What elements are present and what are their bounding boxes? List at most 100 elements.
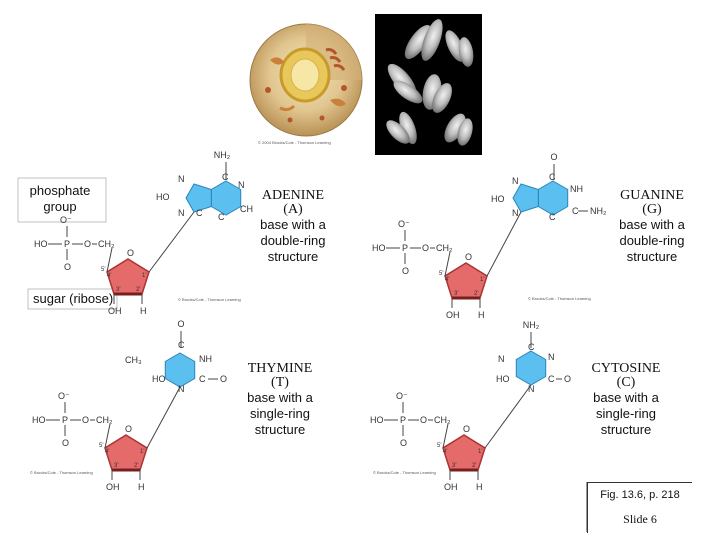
thymine-c5: 5' xyxy=(99,443,103,449)
thymine-desc-line-2: single-ring xyxy=(250,406,310,421)
cytosine-c1: 1' xyxy=(478,449,482,455)
adenine-credit: © Brooks/Cole - Thomson Learning xyxy=(178,297,241,302)
guanine-atom-1: C xyxy=(549,172,556,182)
adenine-desc-line-1: base with a xyxy=(260,217,327,232)
guanine-atom-3: N xyxy=(512,176,519,186)
cytosine-desc-line-3: structure xyxy=(601,422,652,437)
guanine-atom-2: NH xyxy=(570,184,583,194)
sugar-label: sugar (ribose) xyxy=(33,291,113,306)
guanine-ring-o: O xyxy=(465,252,472,262)
adenine-base-ring xyxy=(210,180,242,216)
thymine-atom-4: HO xyxy=(152,374,166,384)
cytosine-phosphate-p: P xyxy=(400,415,406,425)
cytosine-phosphate-bridge-o: O xyxy=(420,415,427,425)
cytosine-phosphate-ominus: O⁻ xyxy=(396,391,408,401)
adenine-atom-5: N xyxy=(178,208,185,218)
thymine-c1: 1' xyxy=(140,449,144,455)
cytosine-desc-line-1: base with a xyxy=(593,390,660,405)
guanine-base-ring-five xyxy=(512,183,539,213)
thymine-abbr: (T) xyxy=(271,375,289,390)
guanine-atom-4: HO xyxy=(491,194,505,204)
adenine-oh: OH xyxy=(108,306,122,316)
figure-reference-box: Fig. 13.6, p. 218 Slide 6 xyxy=(587,482,692,533)
cytosine-atom-0: NH₂ xyxy=(523,320,540,330)
adenine-c5: 5' xyxy=(101,267,105,273)
adenine-c3: 3' xyxy=(116,287,120,293)
phosphate-label-box xyxy=(17,177,107,223)
adenine-h: H xyxy=(140,306,147,316)
adenine-desc-line-2: double-ring xyxy=(260,233,325,248)
guanine-base-ring xyxy=(537,180,569,216)
guanine-h: H xyxy=(478,310,485,320)
cytosine-credit: © Brooks/Cole - Thomson Learning xyxy=(373,470,436,475)
cytosine-c4: 4' xyxy=(443,449,447,455)
thymine-oh: OH xyxy=(106,482,120,492)
adenine-phosphate-o: O xyxy=(64,262,71,272)
thymine-phosphate-bridge-o: O xyxy=(82,415,89,425)
guanine-atom-0: O xyxy=(550,152,557,162)
thymine-desc-line-1: base with a xyxy=(247,390,314,405)
guanine-name: GUANINE xyxy=(620,188,684,203)
thymine-atom-6: C xyxy=(199,374,206,384)
cytosine-atom-2: N xyxy=(548,352,555,362)
adenine-atom-4: HO xyxy=(156,192,170,202)
thymine-nucleotide: O⁻HOPOOCH₂O5'4'3'2'1'OHHOCNHCH₃HONCOTHYM… xyxy=(30,319,314,492)
guanine-phosphate-o: O xyxy=(402,266,409,276)
guanine-desc-line-1: base with a xyxy=(619,217,686,232)
guanine-phosphate-ominus: O⁻ xyxy=(398,219,410,229)
adenine-desc-line-3: structure xyxy=(268,249,319,264)
adenine-phosphate-ho: HO xyxy=(34,239,48,249)
thymine-ch2: CH₂ xyxy=(96,415,113,425)
cell-photo-credit: © 2004 Brooks/Cole - Thomson Learning xyxy=(258,140,331,145)
guanine-phosphate-ho: HO xyxy=(372,243,386,253)
guanine-atom-8: NH₂ xyxy=(590,206,607,216)
adenine-phosphate-p: P xyxy=(64,239,70,249)
guanine-abbr: (G) xyxy=(642,202,662,217)
adenine-atom-6: C xyxy=(196,208,203,218)
adenine-c4: 4' xyxy=(107,273,111,279)
cytosine-oh: OH xyxy=(444,482,458,492)
thymine-name: THYMINE xyxy=(248,361,313,376)
guanine-desc-line-3: structure xyxy=(627,249,678,264)
cytosine-nucleotide: O⁻HOPOOCH₂O5'4'3'2'1'OHHNH₂CNNHONCOCYTOS… xyxy=(370,320,660,492)
thymine-credit: © Brooks/Cole - Thomson Learning xyxy=(30,470,93,475)
cytosine-phosphate-o: O xyxy=(400,438,407,448)
adenine-phosphate-bridge-o: O xyxy=(84,239,91,249)
adenine-ring-o: O xyxy=(127,248,134,258)
guanine-atom-5: N xyxy=(512,208,519,218)
adenine-name: ADENINE xyxy=(262,188,324,203)
adenine-phosphate-ominus: O⁻ xyxy=(60,215,72,225)
guanine-c4: 4' xyxy=(445,277,449,283)
chromosome-micrograph xyxy=(375,14,482,155)
cytosine-ring-o: O xyxy=(463,424,470,434)
thymine-atom-7: O xyxy=(220,374,227,384)
cytosine-atom-3: N xyxy=(498,354,505,364)
thymine-phosphate-ominus: O⁻ xyxy=(58,391,70,401)
thymine-atom-5: N xyxy=(178,384,185,394)
cytosine-abbr: (C) xyxy=(617,375,636,390)
adenine-atom-7: N xyxy=(238,180,245,190)
cytosine-c5: 5' xyxy=(437,443,441,449)
cytosine-atom-5: N xyxy=(528,384,535,394)
guanine-phosphate-p: P xyxy=(402,243,408,253)
adenine-atom-3: C xyxy=(218,212,225,222)
thymine-c3: 3' xyxy=(114,463,118,469)
slide-number: Slide 6 xyxy=(623,512,657,526)
cytosine-atom-6: C xyxy=(548,374,555,384)
adenine-atom-8: CH xyxy=(240,204,253,214)
guanine-atom-6: C xyxy=(549,212,556,222)
cytosine-name: CYTOSINE xyxy=(592,361,661,376)
adenine-atom-2: N xyxy=(178,174,185,184)
adenine-ch2: CH₂ xyxy=(98,239,115,249)
cytosine-c2: 2' xyxy=(472,463,476,469)
thymine-ring-o: O xyxy=(125,424,132,434)
guanine-c3: 3' xyxy=(454,291,458,297)
thymine-phosphate-ho: HO xyxy=(32,415,46,425)
thymine-atom-0: O xyxy=(177,319,184,329)
guanine-ch2: CH₂ xyxy=(436,243,453,253)
guanine-credit: © Brooks/Cole - Thomson Learning xyxy=(528,296,591,301)
cytosine-desc-line-2: single-ring xyxy=(596,406,656,421)
